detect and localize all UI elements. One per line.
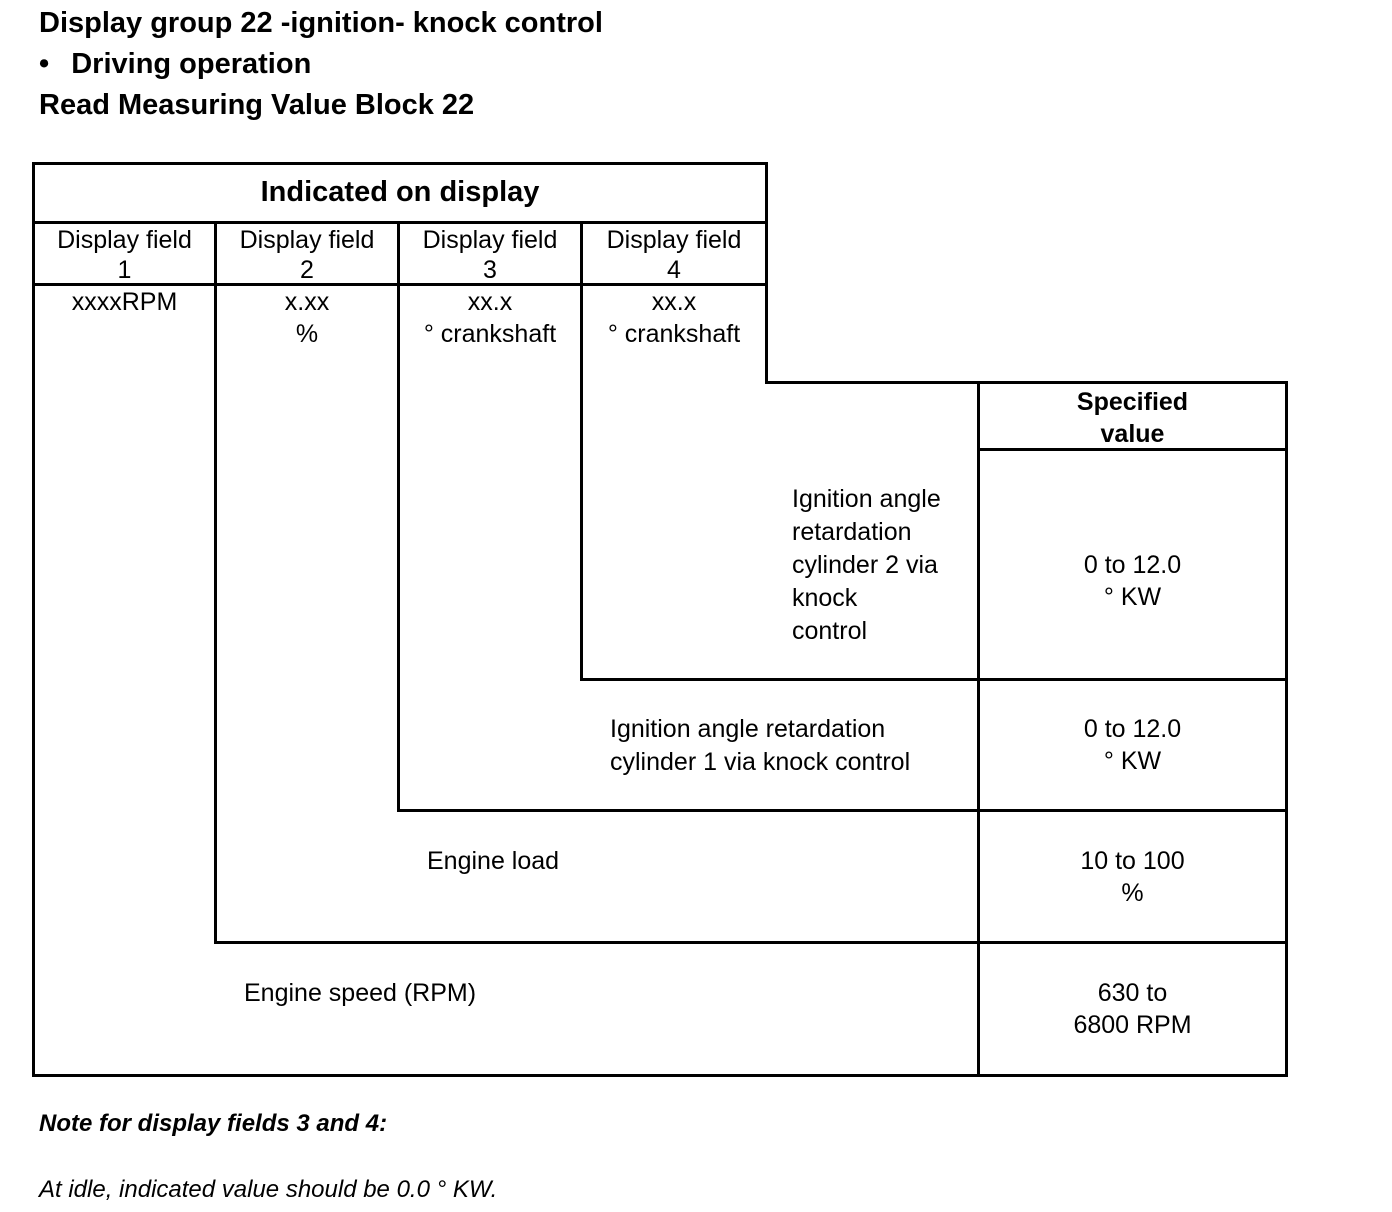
field-2-value: x.xx % — [217, 286, 397, 350]
field-2-value-line-2: % — [295, 320, 319, 348]
row-field-4-desc-line-3: cylinder 2 via — [792, 551, 938, 579]
field-divider-2 — [397, 221, 400, 812]
field-1-value-line-1: xxxxRPM — [71, 288, 178, 316]
spec-header-line — [977, 448, 1288, 451]
note-text: At idle, indicated value should be 0.0 °… — [39, 1176, 498, 1203]
row-field-4-desc-line-5: control — [792, 617, 868, 645]
specified-header: Specified value — [980, 386, 1285, 450]
header-divider — [32, 221, 768, 224]
row-field-2-description: Engine load — [427, 845, 559, 878]
bullet: • — [39, 48, 50, 80]
row-field-1-spec-line-2: 6800 RPM — [1073, 1011, 1192, 1039]
field-2-label-line-2: 2 — [300, 256, 314, 284]
border-left — [32, 162, 35, 1077]
border-top — [32, 162, 768, 165]
field-1-label: Display field 1 — [35, 224, 214, 286]
field-1-label-line-2: 1 — [117, 256, 132, 284]
field-4-value: xx.x ° crankshaft — [583, 286, 765, 350]
row-field-4-spec-line-1: 0 to 12.0 — [1083, 551, 1182, 579]
row-field-4-desc-line-4: knock — [792, 584, 858, 612]
field-2-value-line-1: x.xx — [284, 288, 330, 316]
field-4-label-line-1: Display field — [606, 226, 742, 254]
field-4-value-line-1: xx.x — [651, 288, 697, 316]
field-divider-3 — [580, 221, 583, 681]
row-field-4-spec: 0 to 12.0 ° KW — [980, 549, 1285, 613]
row-field-1-spec: 630 to 6800 RPM — [980, 977, 1285, 1041]
row-field-1-desc-line-1: Engine speed (RPM) — [244, 979, 477, 1007]
row-field-3-description: Ignition angle retardation cylinder 1 vi… — [610, 713, 910, 779]
border-step — [765, 381, 1288, 384]
note-title: Note for display fields 3 and 4: — [39, 1110, 388, 1137]
indicated-header: Indicated on display — [260, 176, 540, 208]
field-4-label-line-2: 4 — [667, 256, 681, 284]
row-field-3-spec-line-1: 0 to 12.0 — [1083, 715, 1182, 743]
row-field-4-desc-line-1: Ignition angle — [792, 485, 941, 513]
border-bottom — [32, 1074, 1288, 1077]
row-field-1-description: Engine speed (RPM) — [244, 977, 476, 1010]
field-4-value-line-2: ° crankshaft — [607, 320, 741, 348]
row-field-2-desc-line-1: Engine load — [427, 847, 560, 875]
field-divider-1 — [214, 221, 217, 944]
row-field-4-spec-line-2: ° KW — [1103, 583, 1162, 611]
border-right-upper — [765, 162, 768, 384]
row-line-2 — [214, 941, 1288, 944]
field-1-label-line-1: Display field — [57, 226, 192, 254]
row-field-4-desc-line-2: retardation — [792, 518, 912, 546]
border-right-lower — [1285, 381, 1288, 1077]
field-3-label-line-1: Display field — [422, 226, 558, 254]
field-3-label-line-2: 3 — [483, 256, 497, 284]
row-line-4 — [580, 678, 1288, 681]
row-field-3-desc-line-1: Ignition angle retardation — [610, 715, 886, 743]
specified-header-line-2: value — [1100, 420, 1165, 448]
field-2-label-line-1: Display field — [239, 226, 375, 254]
row-field-2-spec-line-1: 10 to 100 — [1080, 847, 1185, 875]
field-3-label: Display field 3 — [400, 224, 580, 286]
row-field-1-spec-line-1: 630 to — [1097, 979, 1168, 1007]
subtitle-line: • Driving operation — [39, 47, 311, 81]
specified-header-line-1: Specified — [1076, 388, 1189, 416]
field-2-label: Display field 2 — [217, 224, 397, 286]
field-4-label: Display field 4 — [583, 224, 765, 286]
block-title: Read Measuring Value Block 22 — [39, 89, 475, 121]
row-field-3-spec: 0 to 12.0 ° KW — [980, 713, 1285, 777]
row-field-2-spec-line-2: % — [1121, 879, 1144, 907]
field-3-value-line-2: ° crankshaft — [423, 320, 557, 348]
spec-divider — [977, 381, 980, 1077]
page-title: Display group 22 -ignition- knock contro… — [39, 7, 603, 39]
row-line-3 — [397, 809, 1288, 812]
row-field-3-spec-line-2: ° KW — [1103, 747, 1162, 775]
row-field-2-spec: 10 to 100 % — [980, 845, 1285, 909]
field-3-value: xx.x ° crankshaft — [400, 286, 580, 350]
field-3-value-line-1: xx.x — [467, 288, 513, 316]
field-1-value: xxxxRPM — [35, 286, 214, 318]
row-field-3-desc-line-2: cylinder 1 via knock control — [610, 748, 911, 776]
field-divider — [32, 283, 768, 286]
subtitle: Driving operation — [71, 48, 312, 80]
row-field-4-description: Ignition angle retardation cylinder 2 vi… — [792, 483, 941, 648]
